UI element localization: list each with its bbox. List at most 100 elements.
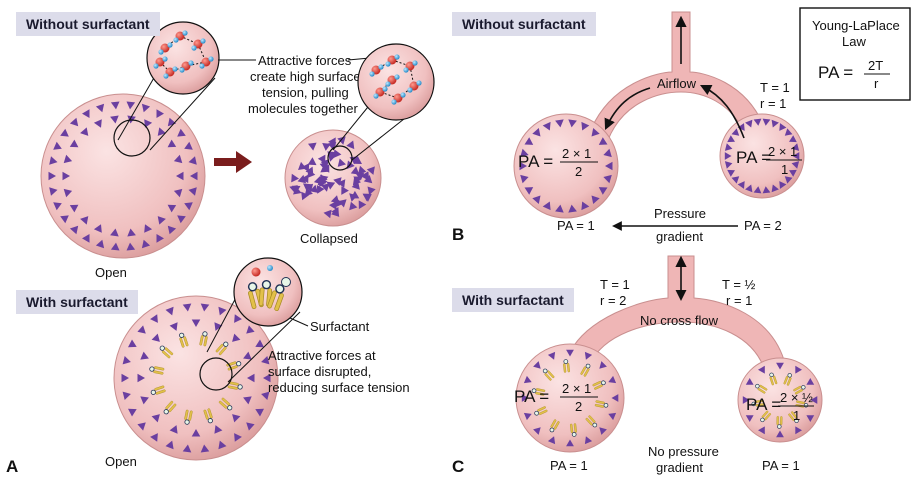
surfactant-head [760,417,765,423]
laplace-title-2: Law [842,34,866,49]
molecule-triangle [246,325,255,334]
molecule-triangle [326,181,336,190]
surfactant-tail [164,347,174,356]
molecule-triangle [126,242,136,251]
surfactant-tail [154,385,165,391]
surfactant-molecule [215,341,229,356]
surfactant-molecule [227,381,243,390]
molecule-triangle [298,161,307,170]
molecule-triangle [293,186,302,195]
molecule-triangle [291,173,299,183]
surfactant-head [202,331,208,337]
attractive-note-4: molecules together [248,101,359,116]
bottom-left-pa: PA = 1 [550,458,588,473]
molecule-triangle [141,239,151,249]
water-hydrogen [369,71,375,77]
surfactant-head [592,422,598,428]
surfactant-head [227,405,233,411]
surfactant-tail [199,335,204,346]
attractive-note-1: Attractive forces [258,53,352,68]
surfactant-tail [179,337,185,348]
molecule-triangle [151,414,160,423]
zoom-region [113,119,151,157]
surfactant-head [207,418,213,424]
molecule-triangle [232,333,241,342]
gradient-bottom: gradient [656,229,703,244]
with-surfactant-banner-c: With surfactant [452,288,574,312]
molecule-triangle [603,174,612,184]
surfactant-molecule [534,406,548,416]
water-hydrogen [412,60,418,66]
surfactant-tail [165,400,174,410]
left-num: 2 × 1 [562,381,591,396]
water-hydrogen [172,66,178,72]
molecule-triangle [191,319,201,327]
surfactant-molecule [150,385,166,395]
molecule-triangle [555,204,564,213]
molecule-triangle [141,103,151,113]
open-label: Open [95,265,127,280]
surfactant-tail [547,370,555,379]
airflow-label: Airflow [657,76,697,91]
surfactant-head [787,373,792,378]
water-hydrogen [394,74,400,80]
molecule-triangle [304,187,313,197]
molecule-triangle [724,143,733,151]
without-surfactant-banner-a: Without surfactant [16,12,160,36]
surfactant-molecules [751,372,809,429]
molecule-triangle [261,356,270,365]
surfactant-tail [776,416,779,425]
molecule-triangle [791,143,800,151]
molecule-triangle [182,303,192,312]
attractive-note-3: tension, pulling [262,85,349,100]
molecule-triangle [745,184,753,193]
molecule-triangle [605,161,613,171]
surfactant-molecule [580,363,591,377]
molecule-triangle [363,194,372,202]
molecule-triangle [110,115,119,124]
molecule-triangle [795,365,802,374]
molecule-triangle [156,234,164,243]
molecule-triangle [316,185,325,194]
molecule-triangle [731,128,740,136]
left-pa: PA = [514,387,549,406]
molecule-triangle [243,351,252,360]
zoom-line [332,101,373,151]
molecule-triangle [140,396,149,405]
molecule-triangle [753,186,762,194]
surfactant-label: Surfactant [310,319,370,334]
molecule-triangle [80,216,89,225]
molecule-triangle [93,119,102,128]
molecule-triangle [188,187,197,196]
surfactant-head [531,388,537,394]
pointer-line [289,317,309,327]
molecule-triangle [789,169,797,177]
surfactant-tail [786,377,792,386]
water-hydrogen [200,38,206,44]
molecule-triangle [584,436,593,445]
surfactant-tail [566,362,570,373]
surfactant-molecule [549,419,560,433]
molecule-triangle [351,181,360,190]
molecule-triangle [127,228,136,237]
molecule-triangle [128,408,137,417]
surfactant-head [159,345,165,351]
molecule-triangle [608,412,617,421]
surfactant-tail [764,412,772,421]
surfactant-tail [595,400,605,405]
molecule-triangle [346,140,355,150]
water-hydrogen [199,63,205,69]
panel-a: Attractive forces create high surface te… [6,21,435,476]
molecule-triangle [69,204,79,213]
surface-molecules [519,119,613,213]
right-den: 1 [793,408,800,423]
molecule-triangle [261,391,270,400]
molecule-triangle [524,187,534,195]
molecule-triangle [350,190,360,199]
molecule-triangle [255,339,264,348]
molecule-triangle [53,141,62,150]
molecule-triangle [784,176,793,184]
water-hydrogen [394,54,400,60]
surfactant-tail [796,400,805,405]
surfactant-head [163,409,169,415]
